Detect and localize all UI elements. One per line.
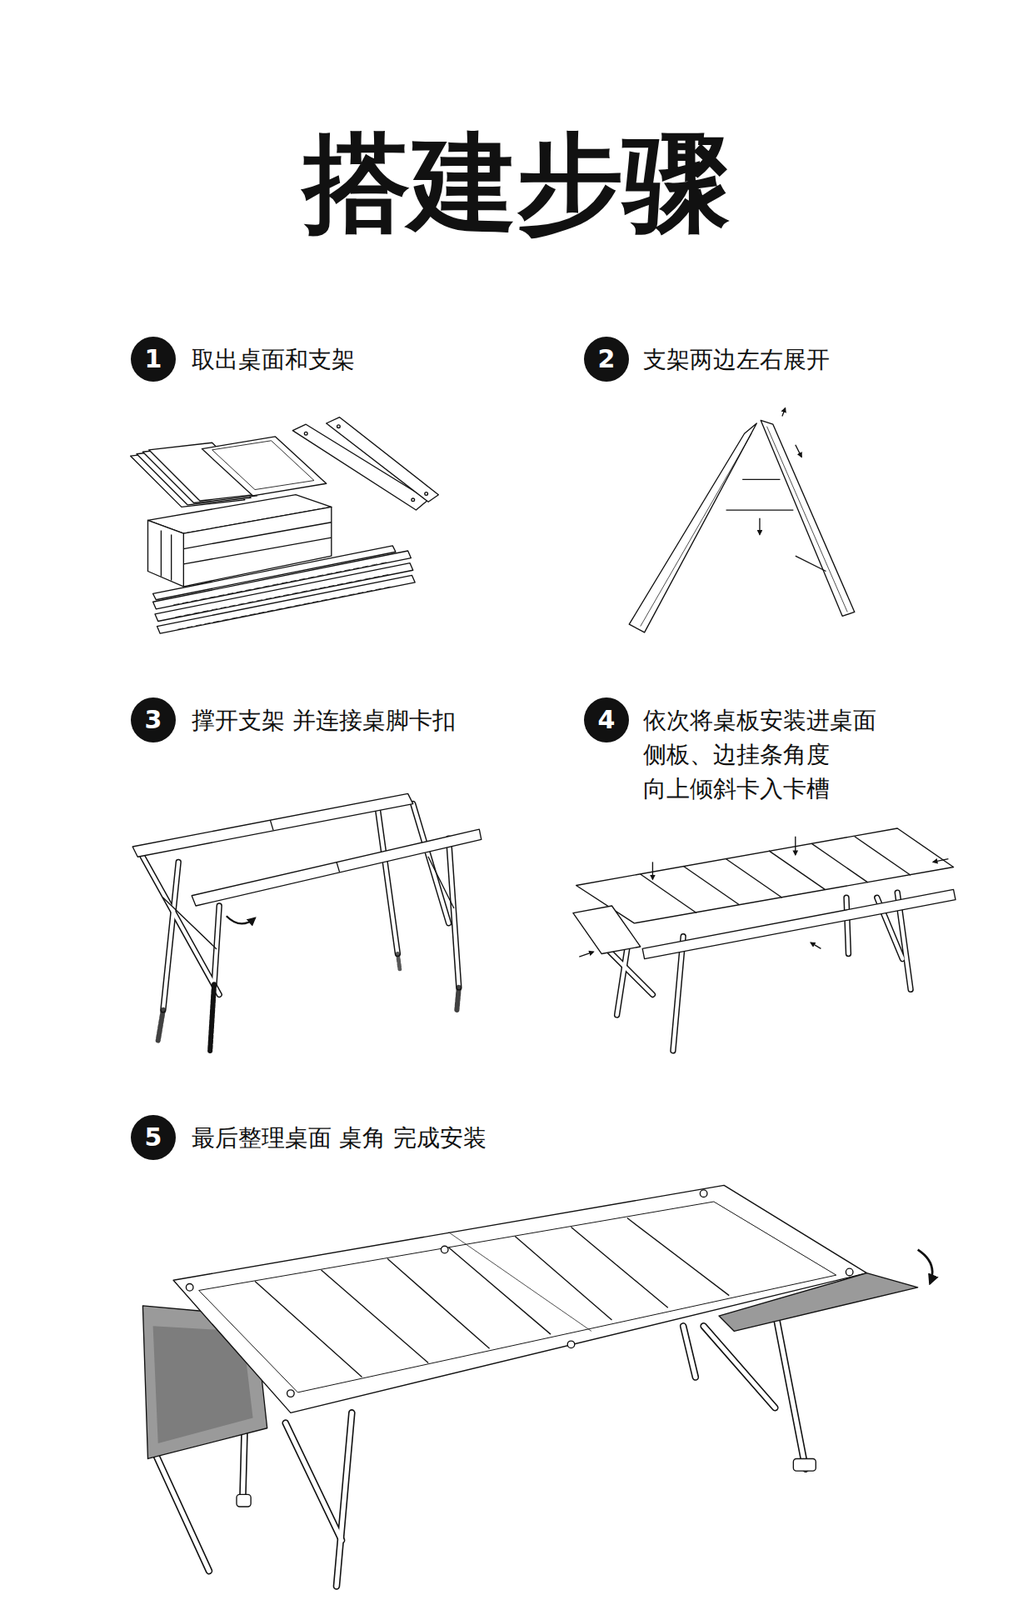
step-instruction: 支架两边左右展开 <box>643 342 830 377</box>
frame-open-illustration <box>132 793 482 1050</box>
step-number-circle: 4 <box>583 697 629 743</box>
step-number: 1 <box>144 346 163 372</box>
step-instruction: 取出桌面和支架 <box>191 342 355 377</box>
step-number: 2 <box>598 346 616 372</box>
step-instruction: 依次将桌板安装进桌面 侧板、边挂条角度 向上倾斜卡入卡槽 <box>643 703 919 806</box>
frame-unfold-illustration <box>628 408 855 633</box>
step-number: 3 <box>144 707 163 733</box>
step-instruction: 最后整理桌面 桌角 完成安装 <box>191 1120 487 1155</box>
step-number-circle: 2 <box>583 336 629 382</box>
step-number: 5 <box>144 1124 163 1150</box>
page-title: 搭建步骤 <box>303 124 730 243</box>
step-number-circle: 1 <box>130 336 176 382</box>
step-number-circle: 3 <box>130 697 176 743</box>
step-instruction: 撑开支架 并连接桌脚卡扣 <box>191 703 456 738</box>
step-number-circle: 5 <box>130 1114 176 1160</box>
panel-install-illustration <box>573 828 956 1051</box>
finished-table-illustration <box>142 1184 933 1586</box>
parts-illustration <box>130 417 440 634</box>
step-number: 4 <box>598 707 616 733</box>
